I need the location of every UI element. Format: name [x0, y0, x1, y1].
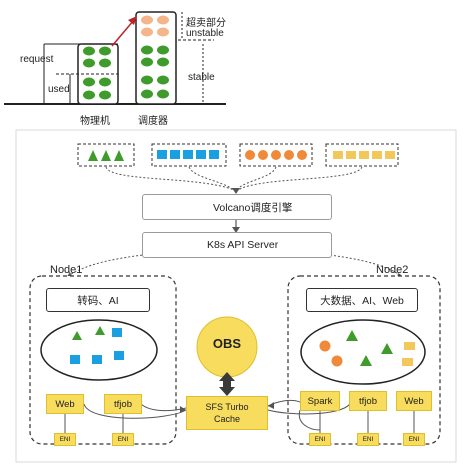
used-label: used: [48, 84, 70, 95]
unstable-label: unstable: [186, 28, 224, 39]
eni-node2-web: ENI: [403, 433, 425, 446]
k8s-label: K8s API Server: [207, 239, 279, 251]
request-label: request: [20, 54, 54, 65]
node1-pod-pool: [40, 319, 158, 381]
node1-role-box: 转码、AI: [46, 288, 150, 312]
overcommit-arrow: [111, 19, 135, 47]
scheduler-label: 调度器: [138, 116, 168, 127]
scheduler-green-cells: [141, 45, 169, 99]
node2-pod-web: Web: [396, 391, 432, 411]
scheduler-peach-cells: [141, 15, 169, 37]
node2-role-label: 大数据、AI、Web: [320, 294, 404, 307]
overcommit-label: 超卖部分: [186, 18, 226, 29]
obs-sfs-arrow: [219, 372, 235, 396]
node2-pod-spark: Spark: [300, 391, 340, 411]
node2-pod-tfjob: tfjob: [349, 391, 387, 411]
node1-pod-tfjob: tfjob: [104, 394, 142, 414]
workload-flow-lines: [105, 166, 363, 191]
k8s-api-server-box: K8s API Server: [142, 232, 332, 258]
node1-label: Node1: [50, 264, 83, 276]
eni-node1-tfjob: ENI: [112, 433, 134, 446]
eni-node2-tfjob: ENI: [357, 433, 379, 446]
volcano-label: Volcano调度引擎: [213, 201, 293, 214]
physical-green-cells: [83, 46, 111, 100]
node2-pod-pool: [300, 319, 426, 385]
scheduler-box: [135, 11, 177, 105]
eni-node2-spark: ENI: [309, 433, 331, 446]
obs-label: OBS: [212, 336, 242, 351]
node2-role-box: 大数据、AI、Web: [306, 288, 418, 312]
eni-node1-web: ENI: [54, 433, 76, 446]
stable-label: stable: [188, 72, 215, 83]
node1-role-label: 转码、AI: [77, 294, 119, 307]
node2-label: Node2: [376, 264, 409, 276]
volcano-scheduler-box: Volcano调度引擎: [142, 194, 332, 220]
sfs-turbo-cache: SFS Turbo Cache: [186, 396, 268, 430]
node1-pod-web: Web: [46, 394, 84, 414]
physical-machine-label: 物理机: [80, 116, 110, 127]
